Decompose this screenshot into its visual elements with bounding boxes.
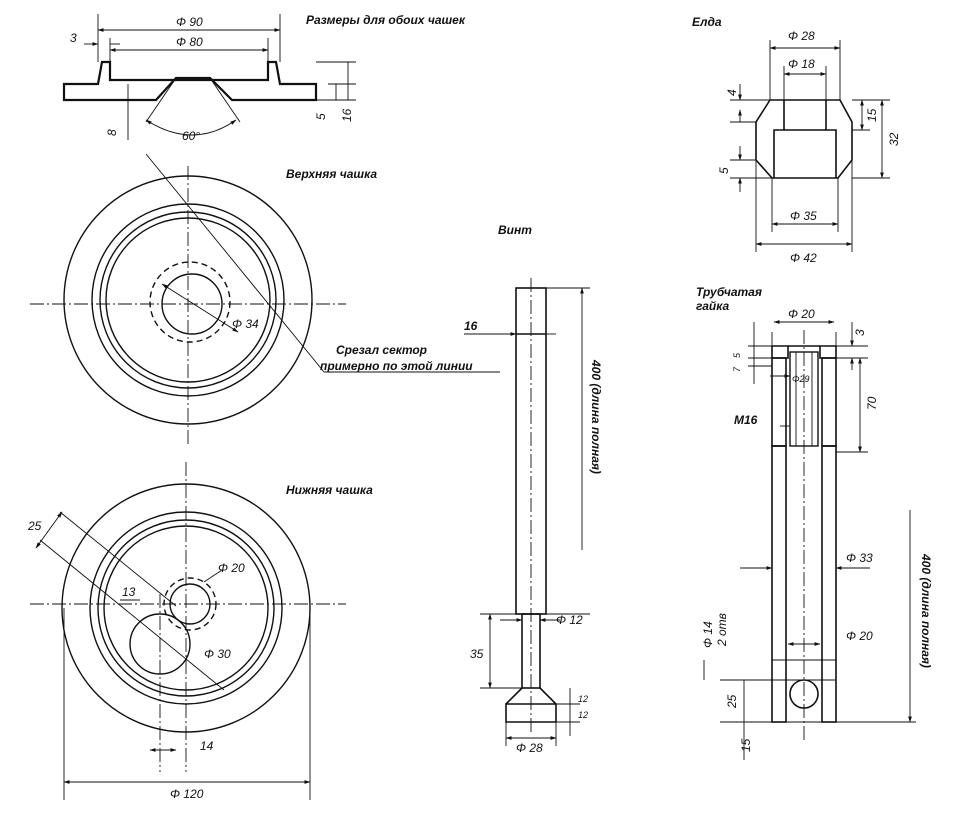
lower-cup-title: Нижняя чашка <box>286 483 373 497</box>
nut-dim25-label: 25 <box>725 694 739 709</box>
cut-note-line1: Срезал сектор <box>336 343 427 357</box>
cup-dim8-label: 8 <box>105 129 119 136</box>
screw-dim35-label: 35 <box>470 647 484 661</box>
nut-d20top-label: Φ 20 <box>788 307 815 321</box>
lower-d20-label: Φ 20 <box>218 561 245 575</box>
screw-d28-label: Φ 28 <box>516 741 543 755</box>
screw-view <box>464 278 590 746</box>
lower-dim25-label: 25 <box>27 519 42 533</box>
elda-d42-label: Φ 42 <box>790 251 817 265</box>
lower-dim13-label: 13 <box>122 585 136 599</box>
cup-dim16-label: 16 <box>340 108 354 122</box>
nut-dim3-label: 3 <box>853 329 867 336</box>
nut-d29-label: Φ29 <box>792 374 810 384</box>
cup-d80-label: Φ 80 <box>176 35 203 49</box>
lower-cup-view <box>30 462 346 800</box>
nut-m16-label: M16 <box>734 413 758 427</box>
nut-d14-label: Φ 14 <box>701 621 715 648</box>
nut-title-line1: Трубчатая <box>696 285 762 299</box>
elda-dim32-label: 32 <box>887 132 901 146</box>
cup-section-view <box>62 14 356 140</box>
nut-holes-label: 2 отв <box>715 613 729 647</box>
cup-angle-label: 60° <box>182 129 200 143</box>
screw-d12-label: Φ 12 <box>556 613 583 627</box>
elda-d28-label: Φ 28 <box>788 29 815 43</box>
lower-dim14-label: 14 <box>200 739 214 753</box>
nut-dim15-label: 15 <box>739 738 753 752</box>
cup-dim3-label: 3 <box>70 31 77 45</box>
cup-section-body <box>62 60 318 102</box>
elda-body <box>755 99 853 179</box>
elda-dim5-label: 5 <box>717 167 731 174</box>
nut-length-label: 400 (длина полная) <box>919 553 933 668</box>
screw-dim12a-label: 12 <box>578 694 588 704</box>
lower-d30-label: Φ 30 <box>204 647 231 661</box>
elda-d18-label: Φ 18 <box>788 57 815 71</box>
screw-length-label: 400 (длина полная) <box>589 359 603 474</box>
upper-cup-title: Верхняя чашка <box>286 167 377 181</box>
cut-note-line2: примерно по этой линии <box>320 359 473 373</box>
cup-d90-label: Φ 90 <box>176 15 203 29</box>
upper-cup-view <box>30 153 500 444</box>
elda-dim15-label: 15 <box>865 108 879 122</box>
nut-dim5-label: 5 <box>732 352 742 358</box>
nut-dim7-label: 7 <box>732 366 742 372</box>
cups-dims-title: Размеры для обоих чашек <box>306 13 466 27</box>
nut-d20-label: Φ 20 <box>846 629 873 643</box>
cup-dim5-label: 5 <box>314 113 328 120</box>
tubular-nut-view <box>703 320 916 760</box>
dim-d34-line <box>161 283 239 333</box>
cut-line <box>145 153 325 373</box>
elda-title: Елда <box>692 15 722 29</box>
elda-dim4-label: 4 <box>725 89 739 96</box>
elda-d35-label: Φ 35 <box>790 209 817 223</box>
elda-view <box>730 40 890 252</box>
screw-dim16-label: 16 <box>464 319 478 333</box>
upper-d34-label: Φ 34 <box>232 317 259 331</box>
screw-dim12b-label: 12 <box>578 710 588 720</box>
nut-title-line2: гайка <box>696 299 729 313</box>
nut-dim70-label: 70 <box>865 396 879 410</box>
lower-d120-label: Φ 120 <box>170 787 204 801</box>
nut-d33-label: Φ 33 <box>846 551 873 565</box>
screw-title: Винт <box>498 223 532 237</box>
